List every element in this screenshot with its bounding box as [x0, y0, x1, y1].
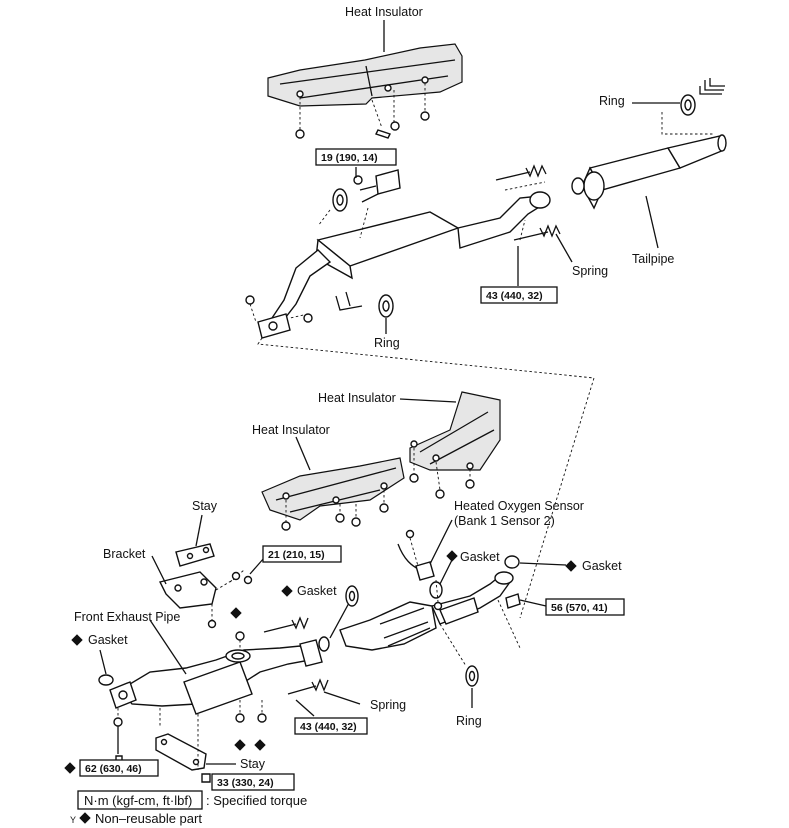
gasket-left: [98, 674, 114, 686]
label-spring-bottom: Spring: [370, 698, 406, 712]
legend-unit: N·m (kgf-cm, ft·lbf): [84, 793, 192, 808]
label-heat-insulator-mid-right: Heat Insulator: [318, 391, 396, 405]
ring-bottom: [465, 665, 479, 687]
svg-text:43 (440, 32): 43 (440, 32): [300, 721, 357, 733]
legend-nonreusable: Non–reusable part: [95, 811, 202, 826]
non-reusable-marker: [71, 634, 83, 646]
label-tailpipe: Tailpipe: [632, 252, 674, 266]
torque-spec-21: 21 (210, 15): [262, 545, 342, 563]
spring-bolt: [513, 224, 561, 241]
nut: [207, 619, 217, 629]
non-reusable-marker: [79, 812, 91, 824]
legend-unit-box: [77, 790, 203, 810]
nut: [405, 529, 415, 539]
nut: [435, 489, 445, 499]
label-ring-bottom: Ring: [456, 714, 482, 728]
torque-spec-43-top: 43 (440, 32): [480, 286, 558, 304]
nut: [257, 713, 267, 723]
torque-spec-62: 62 (630, 46): [64, 759, 159, 777]
nut: [390, 121, 400, 131]
nut: [245, 295, 255, 305]
labels: Heat Insulator Ring Tailpipe Spring Ring…: [71, 5, 674, 771]
non-reusable-marker: [565, 560, 577, 572]
nut: [420, 111, 430, 121]
bolt: [505, 593, 521, 609]
nut: [303, 313, 313, 323]
nut: [465, 479, 475, 489]
bracket: [158, 571, 217, 609]
nut: [433, 601, 443, 611]
label-gasket-sensor: Gasket: [460, 550, 500, 564]
label-spring-top: Spring: [572, 264, 608, 278]
label-stay-bottom: Stay: [240, 757, 266, 771]
label-gasket-center: Gasket: [297, 584, 337, 598]
label-heated-oxygen-sensor-1: Heated Oxygen Sensor: [454, 499, 584, 513]
nut: [335, 513, 345, 523]
svg-text:43 (440, 32): 43 (440, 32): [486, 290, 543, 302]
nut: [281, 521, 291, 531]
ring-hanger: [332, 188, 348, 212]
catalytic-converter: [339, 571, 514, 651]
bolt: [201, 773, 211, 783]
nut: [379, 503, 389, 513]
non-reusable-marker: [281, 585, 293, 597]
ring-mid: [378, 294, 394, 318]
tailpipe-muffler: [581, 134, 727, 210]
label-heated-oxygen-sensor-2: (Bank 1 Sensor 2): [454, 514, 555, 528]
label-heat-insulator-top: Heat Insulator: [345, 5, 423, 19]
svg-text:62 (630, 46): 62 (630, 46): [85, 763, 142, 775]
svg-text:33 (330, 24): 33 (330, 24): [217, 777, 274, 789]
torque-spec-19: 19 (190, 14): [315, 148, 397, 166]
spring-bolt: [495, 164, 547, 181]
label-gasket-right: Gasket: [582, 559, 622, 573]
nut: [409, 473, 419, 483]
gasket-sensor: [429, 581, 443, 599]
heat-insulator-mid-left: [261, 457, 405, 521]
tailpipe-gasket: [571, 177, 585, 195]
heat-insulator-mid-right: [409, 391, 501, 471]
heat-insulator-top: [267, 43, 463, 107]
label-ring-mid: Ring: [374, 336, 400, 350]
legend: N·m (kgf-cm, ft·lbf) : Specified torque …: [70, 790, 307, 826]
svg-text:21 (210, 15): 21 (210, 15): [268, 549, 325, 561]
stay-bottom: [155, 733, 207, 771]
nut: [113, 717, 123, 727]
label-gasket-left: Gasket: [88, 633, 128, 647]
non-reusable-marker: [446, 550, 458, 562]
torque-spec-43-bottom: 43 (440, 32): [294, 717, 368, 735]
svg-text:19 (190, 14): 19 (190, 14): [321, 152, 378, 164]
legend-marker: Y: [70, 815, 76, 825]
spring-bolt: [287, 678, 329, 695]
ring-top: [680, 94, 696, 116]
legend-unit-desc: : Specified torque: [206, 793, 307, 808]
nut: [235, 713, 245, 723]
ring-center: [345, 585, 359, 607]
nut: [235, 631, 245, 641]
front-exhaust-pipe: [109, 639, 323, 715]
nut: [243, 575, 253, 585]
hanger-bracket: [353, 169, 401, 203]
non-reusable-nut-marker: [230, 607, 266, 751]
nut: [231, 571, 241, 581]
bolt: [375, 129, 391, 139]
gasket-right: [504, 555, 520, 569]
label-heat-insulator-mid-left: Heat Insulator: [252, 423, 330, 437]
svg-text:56 (570, 41): 56 (570, 41): [551, 602, 608, 614]
label-ring-top: Ring: [599, 94, 625, 108]
label-bracket: Bracket: [103, 547, 146, 561]
center-muffler: [257, 191, 551, 339]
nut: [351, 517, 361, 527]
nut: [295, 129, 305, 139]
torque-spec-56: 56 (570, 41): [545, 598, 625, 616]
torque-spec-33: 33 (330, 24): [211, 773, 295, 791]
stay-top: [175, 543, 215, 567]
label-stay-top: Stay: [192, 499, 218, 513]
spring-bolt: [263, 616, 309, 633]
heated-oxygen-sensor: [397, 543, 435, 581]
label-front-exhaust-pipe: Front Exhaust Pipe: [74, 610, 180, 624]
gasket-center: [318, 636, 330, 652]
